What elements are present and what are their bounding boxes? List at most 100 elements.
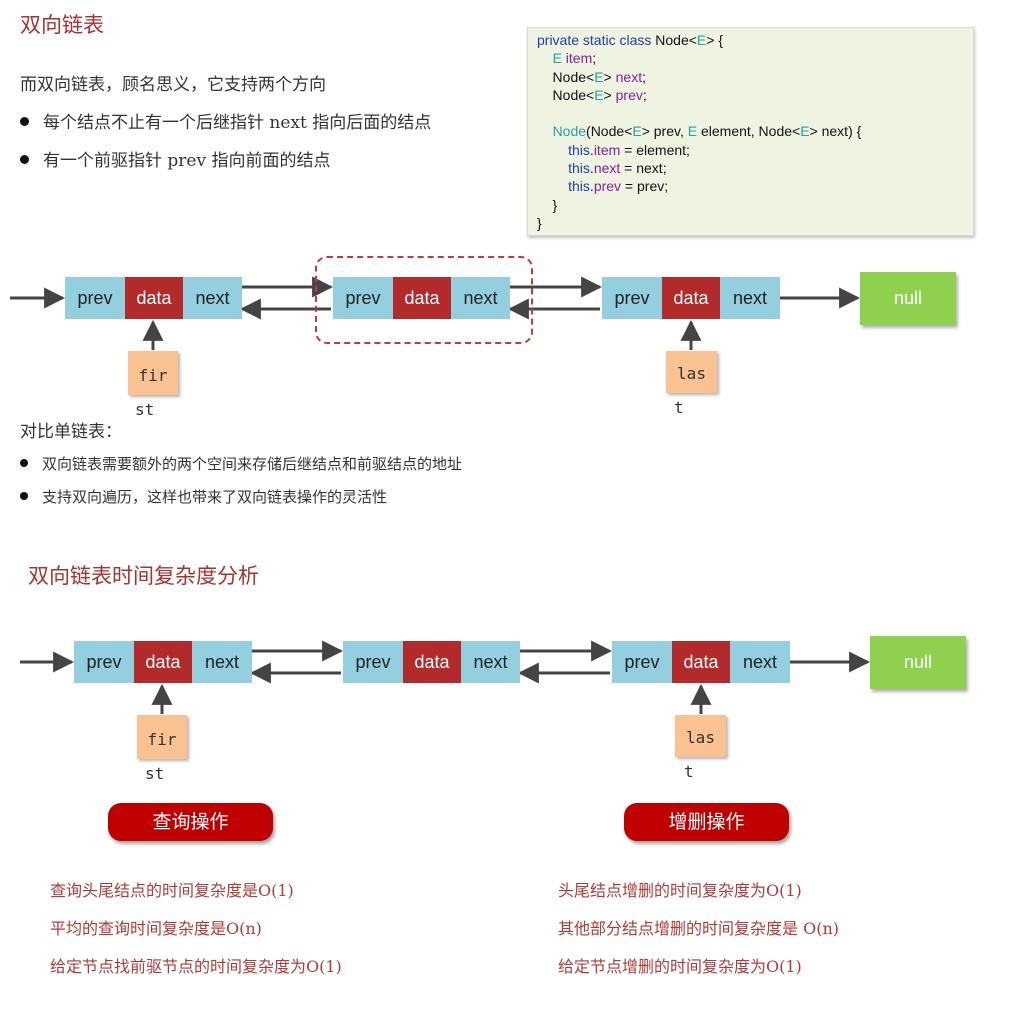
code-line: E item; bbox=[537, 49, 964, 67]
code-token: prev bbox=[615, 86, 643, 103]
bullet-item: 每个结点不止有一个后继指针 next 指向后面的结点 bbox=[20, 108, 431, 133]
node-prev-cell: prev bbox=[65, 277, 125, 319]
code-token: ; bbox=[642, 68, 646, 85]
code-token: = next; bbox=[620, 160, 667, 177]
code-token: item bbox=[593, 141, 621, 158]
bullet-dot bbox=[20, 458, 28, 467]
compare-bullet: 支持双向遍历，这样也带来了双向链表操作的灵活性 bbox=[20, 486, 387, 507]
first-pointer-tail: st bbox=[145, 764, 165, 783]
code-line: Node<E> next; bbox=[537, 68, 964, 86]
code-token: = element; bbox=[620, 141, 690, 158]
bullet-dot bbox=[20, 155, 29, 164]
code-token: > prev, bbox=[641, 123, 688, 140]
node-next-cell: next bbox=[183, 277, 242, 319]
code-token: E bbox=[800, 123, 810, 140]
code-line: Node(Node<E> prev, E element, Node<E> ne… bbox=[537, 122, 964, 140]
code-token: } bbox=[537, 196, 558, 213]
code-snippet: private static class Node<E> { E item; N… bbox=[527, 27, 974, 236]
compare-heading: 对比单链表： bbox=[20, 422, 122, 442]
code-token: private static class bbox=[537, 32, 656, 48]
code-token: > bbox=[603, 86, 616, 103]
last-pointer-tail: t bbox=[684, 762, 694, 781]
highlighted-node-frame bbox=[315, 256, 533, 344]
query-complexity-line: 给定节点找前驱节点的时间复杂度为O(1) bbox=[50, 957, 342, 976]
code-line: this.prev = prev; bbox=[537, 177, 964, 195]
code-token: this bbox=[568, 160, 590, 177]
code-token: E bbox=[594, 68, 604, 85]
node-data-cell: data bbox=[672, 641, 730, 683]
node-data-cell: data bbox=[403, 641, 461, 683]
code-token: . bbox=[589, 160, 594, 177]
code-token: next bbox=[615, 68, 643, 85]
query-complexity-line: 查询头尾结点的时间复杂度是O(1) bbox=[50, 881, 294, 900]
node-next-cell: next bbox=[730, 641, 790, 683]
node-next-cell: next bbox=[451, 277, 510, 319]
node-prev-cell: prev bbox=[602, 277, 662, 319]
code-line: Node<E> prev; bbox=[537, 86, 964, 104]
first-pointer-box: fir bbox=[128, 351, 178, 395]
code-token: E bbox=[594, 86, 604, 103]
node-next-cell: next bbox=[461, 641, 520, 683]
node-prev-cell: prev bbox=[612, 641, 672, 683]
code-token: . bbox=[589, 141, 594, 158]
code-token: Node< bbox=[537, 68, 595, 85]
node-prev-cell: prev bbox=[74, 641, 134, 683]
code-token: this bbox=[568, 178, 590, 195]
modify-complexity-line: 其他部分结点增删的时间复杂度是 O(n) bbox=[558, 919, 839, 938]
code-token: next bbox=[593, 160, 621, 177]
code-line: this.next = next; bbox=[537, 159, 964, 177]
null-node: null bbox=[870, 636, 966, 689]
bullet-item: 有一个前驱指针 prev 指向前面的结点 bbox=[20, 146, 330, 171]
code-token: this bbox=[568, 141, 590, 158]
node-prev-cell: prev bbox=[343, 641, 403, 683]
code-token: element, Node< bbox=[697, 123, 801, 140]
node-data-cell: data bbox=[393, 277, 451, 319]
modify-complexity-line: 头尾结点增删的时间复杂度为O(1) bbox=[558, 881, 802, 900]
last-pointer-box: las bbox=[675, 715, 726, 757]
code-token: ; bbox=[642, 86, 647, 103]
code-token: } bbox=[537, 214, 542, 231]
first-pointer-box: fir bbox=[137, 715, 187, 759]
node-data-cell: data bbox=[125, 277, 183, 319]
node-prev-cell: prev bbox=[333, 277, 393, 319]
code-token: = prev; bbox=[621, 178, 669, 195]
code-token: Node< bbox=[537, 86, 595, 103]
code-token: . bbox=[589, 178, 594, 195]
code-token: item bbox=[565, 50, 593, 67]
query-operation-label: 查询操作 bbox=[108, 803, 273, 841]
section-title: 双向链表 bbox=[20, 13, 104, 37]
query-complexity-line: 平均的查询时间复杂度是O(n) bbox=[50, 919, 262, 938]
last-pointer-tail: t bbox=[674, 398, 684, 417]
code-token: E bbox=[687, 123, 698, 140]
code-token: (Node< bbox=[586, 123, 633, 140]
code-token: ; bbox=[592, 50, 597, 67]
null-node: null bbox=[860, 272, 956, 325]
intro-text: 而双向链表，顾名思义，它支持两个方向 bbox=[20, 75, 326, 95]
node-data-cell: data bbox=[662, 277, 720, 319]
code-token: > bbox=[603, 68, 616, 85]
bullet-dot bbox=[20, 117, 29, 126]
code-token: prev bbox=[593, 178, 622, 195]
node-next-cell: next bbox=[192, 641, 252, 683]
node-data-cell: data bbox=[134, 641, 192, 683]
code-token: > { bbox=[706, 32, 724, 48]
code-token: E bbox=[632, 123, 642, 140]
code-line: } bbox=[537, 214, 964, 232]
modify-complexity-line: 给定节点增删的时间复杂度为O(1) bbox=[558, 957, 802, 976]
section-title: 双向链表时间复杂度分析 bbox=[28, 564, 259, 588]
code-token: > next) { bbox=[809, 123, 862, 140]
code-token: Node bbox=[552, 123, 587, 140]
last-pointer-box: las bbox=[666, 351, 717, 393]
code-token: E bbox=[696, 32, 707, 48]
code-token: Node< bbox=[655, 32, 697, 48]
bullet-dot bbox=[20, 491, 28, 500]
code-line: this.item = element; bbox=[537, 141, 964, 159]
code-line: } bbox=[537, 196, 964, 214]
node-next-cell: next bbox=[720, 277, 780, 319]
code-line: private static class Node<E> { bbox=[537, 31, 964, 49]
first-pointer-tail: st bbox=[135, 400, 155, 419]
modify-operation-label: 增删操作 bbox=[624, 803, 789, 841]
code-token: E bbox=[552, 50, 566, 67]
compare-bullet: 双向链表需要额外的两个空间来存储后继结点和前驱结点的地址 bbox=[20, 453, 462, 474]
